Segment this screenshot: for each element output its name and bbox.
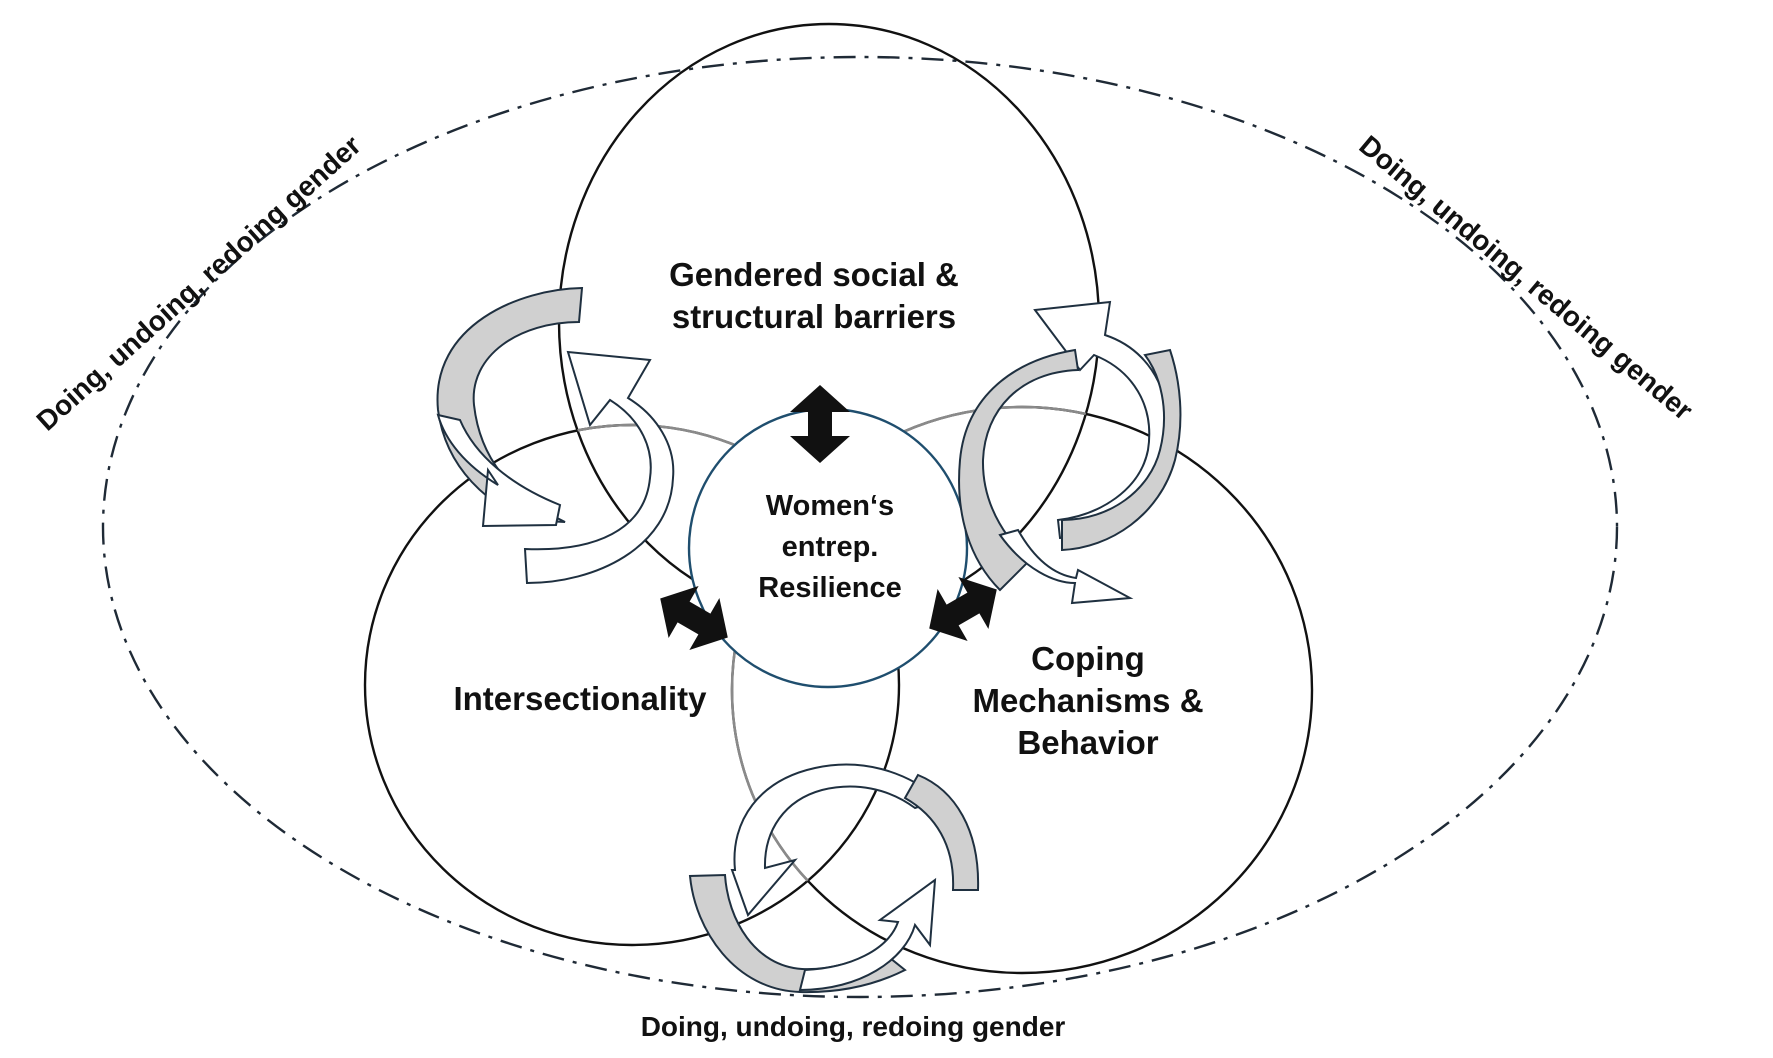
label-top-line-1: Gendered social & xyxy=(669,256,959,293)
outer-ring xyxy=(101,55,1619,999)
center-label-line-1: Women‘s xyxy=(766,490,894,522)
label-right-line-1: Coping xyxy=(1031,640,1145,677)
double-arrow-right xyxy=(929,577,997,641)
label-top-line-2: structural barriers xyxy=(672,298,956,335)
label-right-line-3: Behavior xyxy=(1017,724,1158,761)
ring-label-left: Doing, undoing, redoing gender xyxy=(30,129,366,436)
center-label-line-2: entrep. xyxy=(782,531,879,563)
cycle-arrow-grey-topright xyxy=(958,348,1080,592)
center-label-line-3: Resilience xyxy=(758,572,901,604)
cycle-arrow-white-bottom xyxy=(730,763,943,917)
cycle-arrow-white-topleft xyxy=(523,350,675,585)
cycle-arrow-grey2-topright xyxy=(1061,348,1182,552)
double-arrow-top xyxy=(790,385,850,463)
ring-label-right: Doing, undoing, redoing gender xyxy=(1354,129,1699,426)
cycle-arrow-grey2-bottom xyxy=(903,773,980,891)
label-left: Intersectionality xyxy=(453,680,707,717)
cycle-arrow-white2-topleft xyxy=(436,413,562,528)
cycle-arrow-white2-bottom xyxy=(798,877,937,992)
cycle-arrow-white2-topright xyxy=(998,528,1134,605)
label-right-line-2: Mechanisms & xyxy=(972,682,1203,719)
double-arrow-left xyxy=(660,586,728,650)
ring-label-bottom: Doing, undoing, redoing gender xyxy=(641,1011,1066,1042)
